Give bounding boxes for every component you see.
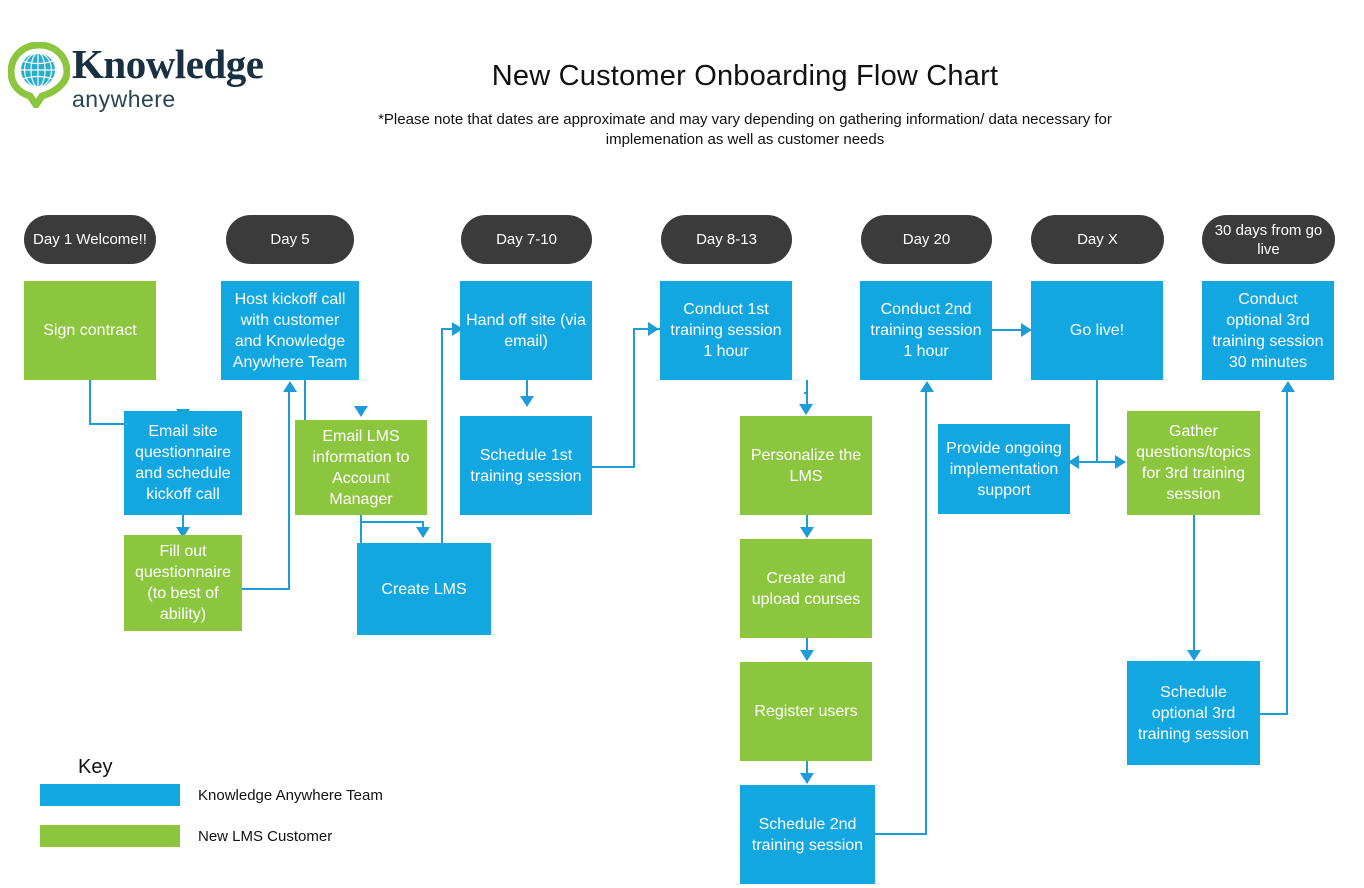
edge-sched3-to-conduct3-v (1286, 392, 1288, 715)
node-conduct-optional-3rd-training[interactable]: Conduct optional 3rd training session 30… (1202, 281, 1334, 380)
arrowhead-up-conduct3 (1281, 381, 1295, 392)
node-create-lms[interactable]: Create LMS (357, 543, 491, 635)
arrowhead-down-sched3 (1187, 650, 1201, 661)
node-provide-ongoing-support[interactable]: Provide ongoing implementation support (938, 424, 1070, 514)
arrowhead-down-sched2 (800, 773, 814, 784)
phase-pill-day7-10: Day 7-10 (461, 215, 592, 264)
arrowhead-down-personalize (799, 404, 813, 415)
page-subtitle: *Please note that dates are approximate … (378, 111, 1112, 148)
arrowhead-up-conduct2 (920, 381, 934, 392)
node-schedule-2nd-training[interactable]: Schedule 2nd training session (740, 785, 875, 884)
node-schedule-optional-3rd-training[interactable]: Schedule optional 3rd training session (1127, 661, 1260, 765)
phase-pill-day8-13: Day 8-13 (661, 215, 792, 264)
legend-label-team: Knowledge Anywhere Team (198, 787, 383, 804)
edge-conduct1-to-personalize-v1 (806, 380, 808, 408)
node-host-kickoff-call[interactable]: Host kickoff call with customer and Know… (221, 281, 359, 380)
edge-fillout-to-kickoff-v (288, 392, 290, 590)
node-register-users[interactable]: Register users (740, 662, 872, 761)
edge-courses-to-register (806, 638, 808, 660)
phase-pill-dayx: Day X (1031, 215, 1164, 264)
phase-pill-day1: Day 1 Welcome!! (24, 215, 156, 264)
node-create-upload-courses[interactable]: Create and upload courses (740, 539, 872, 638)
edge-sched2-to-conduct2-h (874, 833, 927, 835)
arrowhead-down-sched1 (520, 396, 534, 407)
edge-sched1-to-conduct1-v (633, 328, 635, 468)
node-conduct-2nd-training[interactable]: Conduct 2nd training session 1 hour (860, 281, 992, 380)
brand-name-secondary: anywhere (72, 86, 176, 112)
edge-sched3-to-conduct3-h (1260, 713, 1288, 715)
legend-title: Key (78, 756, 113, 778)
phase-pill-day20: Day 20 (861, 215, 992, 264)
globe-teardrop-icon (7, 41, 71, 112)
arrowhead-right-gather (1115, 455, 1126, 469)
node-schedule-1st-training[interactable]: Schedule 1st training session (460, 416, 592, 515)
legend-swatch-customer (40, 825, 180, 847)
edge-emaillms-to-createlms-v2 (422, 521, 424, 529)
edge-sched1-to-conduct1-h2 (633, 328, 661, 330)
arrowhead-up-kickoff (283, 381, 297, 392)
edge-conduct1-spacer (804, 392, 806, 394)
node-email-site-questionnaire[interactable]: Email site questionnaire and schedule ki… (124, 411, 242, 515)
phase-pill-day5: Day 5 (226, 215, 354, 264)
edge-sign-to-email (89, 380, 91, 425)
node-hand-off-site[interactable]: Hand off site (via email) (460, 281, 592, 380)
edge-register-to-sched2 (806, 761, 808, 783)
brand-name-primary: Knowledge (72, 41, 264, 87)
edge-golive-to-gather-h (1096, 461, 1118, 463)
edge-createlms-to-handoff-v (441, 329, 443, 544)
edge-kickoff-to-emaillms-v (304, 380, 306, 422)
arrowhead-right-golive (1021, 323, 1032, 337)
edge-conduct2-to-golive (992, 329, 1024, 331)
legend-label-customer: New LMS Customer (198, 828, 333, 845)
arrowhead-down-courses (800, 527, 814, 538)
node-gather-questions[interactable]: Gather questions/topics for 3rd training… (1127, 411, 1260, 515)
edge-email-to-fillout (182, 515, 184, 535)
edge-sched2-to-conduct2-v (925, 392, 927, 835)
node-go-live[interactable]: Go live! (1031, 281, 1163, 380)
brand-wordmark: Knowledge anywhere (72, 41, 264, 112)
arrowhead-down-fillout (176, 527, 190, 538)
node-fill-out-questionnaire[interactable]: Fill out questionnaire (to best of abili… (124, 535, 242, 631)
edge-golive-to-support-h (1078, 461, 1098, 463)
edge-personalize-to-courses (806, 515, 808, 537)
arrowhead-down-register (800, 650, 814, 661)
edge-emaillms-to-createlms-h (360, 521, 424, 523)
arrowhead-right-conduct1 (648, 322, 659, 336)
edge-emaillms-to-createlms-v (360, 515, 362, 543)
arrowhead-right-handoff (452, 322, 463, 336)
node-sign-contract[interactable]: Sign contract (24, 281, 156, 380)
brand-logo: Knowledge anywhere (7, 40, 278, 120)
node-personalize-lms[interactable]: Personalize the LMS (740, 416, 872, 515)
arrowhead-down-emaillms (354, 406, 368, 417)
node-conduct-1st-training[interactable]: Conduct 1st training session 1 hour (660, 281, 792, 380)
edge-gather-to-sched3 (1193, 515, 1195, 655)
edge-sched1-to-conduct1-h1 (592, 466, 635, 468)
edge-golive-down-stem (1096, 380, 1098, 462)
legend-swatch-team (40, 784, 180, 806)
edge-handoff-to-sched1 (526, 380, 528, 402)
arrowhead-left-support (1068, 455, 1079, 469)
edge-fillout-to-kickoff-h (240, 588, 290, 590)
page-title: New Customer Onboarding Flow Chart (491, 60, 999, 92)
node-email-lms-information[interactable]: Email LMS information to Account Manager (295, 420, 427, 515)
arrowhead-down-createlms (416, 527, 430, 538)
phase-pill-30-days: 30 days from go live (1202, 215, 1335, 264)
